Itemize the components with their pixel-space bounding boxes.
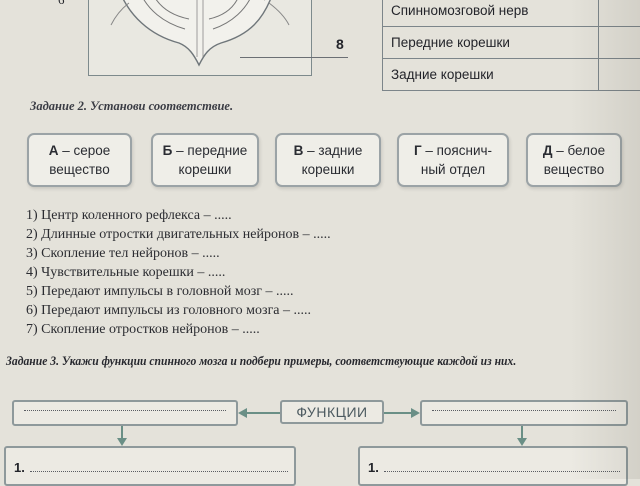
- answer-dotted-line: [432, 410, 616, 411]
- list-item: 6) Передают импульсы из головного мозга …: [26, 301, 331, 320]
- option-text: корешки: [302, 162, 355, 177]
- table-cell-answer[interactable]: [599, 59, 640, 91]
- list-item: 2) Длинные отростки двигательных нейроно…: [26, 225, 331, 244]
- option-text: вещество: [544, 162, 604, 177]
- item-number: 1.: [368, 460, 379, 475]
- answer-dotted-line: [24, 410, 226, 411]
- matching-items-list: 1) Центр коленного рефлекса – ..... 2) Д…: [26, 206, 331, 339]
- table-cell-label: Передние корешки: [383, 27, 599, 59]
- option-letter: Д: [543, 143, 553, 158]
- option-letter: В: [294, 143, 304, 158]
- structure-table: Спинномозговой нерв Передние корешки Зад…: [382, 0, 640, 91]
- figure-label-6: 6: [58, 0, 65, 8]
- option-card-g: Г – пояснич-ный отдел: [397, 133, 509, 187]
- example-answer-right[interactable]: 1.: [358, 446, 628, 486]
- table-row: Задние корешки: [383, 59, 640, 91]
- list-item: 5) Передают импульсы в головной мозг – .…: [26, 282, 331, 301]
- table-row: Спинномозговой нерв: [383, 0, 640, 27]
- list-item: 7) Скопление отростков нейронов – .....: [26, 320, 331, 339]
- option-text: корешки: [179, 162, 232, 177]
- list-item: 4) Чувствительные корешки – .....: [26, 263, 331, 282]
- option-card-a: А – серое вещество: [27, 133, 132, 187]
- item-number: 1.: [14, 460, 25, 475]
- figure-pointer-line-8: [240, 57, 348, 58]
- option-letter: Г: [414, 143, 422, 158]
- task3-title: Задание 3. Укажи функции спинного мозга …: [6, 354, 516, 369]
- option-text: – пояснич-: [422, 143, 492, 158]
- option-text: – серое: [58, 143, 110, 158]
- spinal-cord-drawing: [89, 0, 311, 75]
- option-text: вещество: [49, 162, 109, 177]
- option-text: ный отдел: [421, 162, 485, 177]
- list-item: 1) Центр коленного рефлекса – .....: [26, 206, 331, 225]
- answer-dotted-line: [30, 471, 288, 472]
- example-answer-left[interactable]: 1.: [4, 446, 296, 486]
- answer-dotted-line: [384, 471, 620, 472]
- functions-label-box: ФУНКЦИИ: [280, 400, 384, 424]
- option-card-v: В – задние корешки: [275, 133, 381, 187]
- option-letter: Б: [163, 143, 173, 158]
- table-cell-label: Спинномозговой нерв: [383, 0, 599, 27]
- table-row: Передние корешки: [383, 27, 640, 59]
- table-cell-answer[interactable]: [599, 0, 640, 27]
- arrow-right-icon: [411, 408, 420, 418]
- list-item: 3) Скопление тел нейронов – .....: [26, 244, 331, 263]
- option-text: – задние: [303, 143, 362, 158]
- arrow-down-icon: [517, 438, 527, 446]
- arrow-down-icon: [117, 438, 127, 446]
- figure-label-8: 8: [336, 36, 344, 52]
- arrow-left-line: [246, 412, 280, 414]
- spinal-cord-figure: [88, 0, 312, 76]
- option-letter: А: [49, 143, 59, 158]
- arrow-right-line: [384, 412, 412, 414]
- table-cell-answer[interactable]: [599, 27, 640, 59]
- task2-title: Задание 2. Установи соответствие.: [30, 99, 233, 114]
- option-text: – передние: [172, 143, 247, 158]
- option-text: – белое: [552, 143, 605, 158]
- option-card-b: Б – передние корешки: [151, 133, 259, 187]
- function-answer-left[interactable]: [12, 400, 238, 426]
- option-card-d: Д – белое вещество: [526, 133, 622, 187]
- table-cell-label: Задние корешки: [383, 59, 599, 91]
- arrow-left-icon: [238, 408, 247, 418]
- function-answer-right[interactable]: [420, 400, 628, 426]
